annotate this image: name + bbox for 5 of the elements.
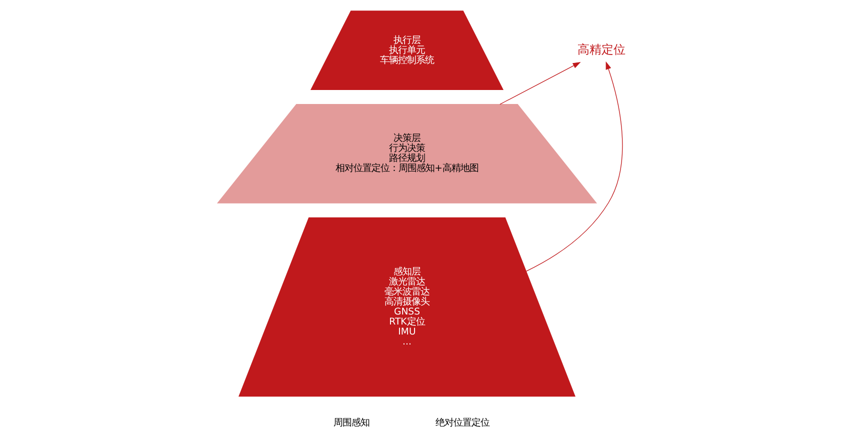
label: 周围感知 [333,417,370,428]
node-text: 高精定位 [577,42,626,56]
arrow [526,61,622,272]
label: 绝对位置定位 [434,417,489,428]
arrow [499,62,580,105]
